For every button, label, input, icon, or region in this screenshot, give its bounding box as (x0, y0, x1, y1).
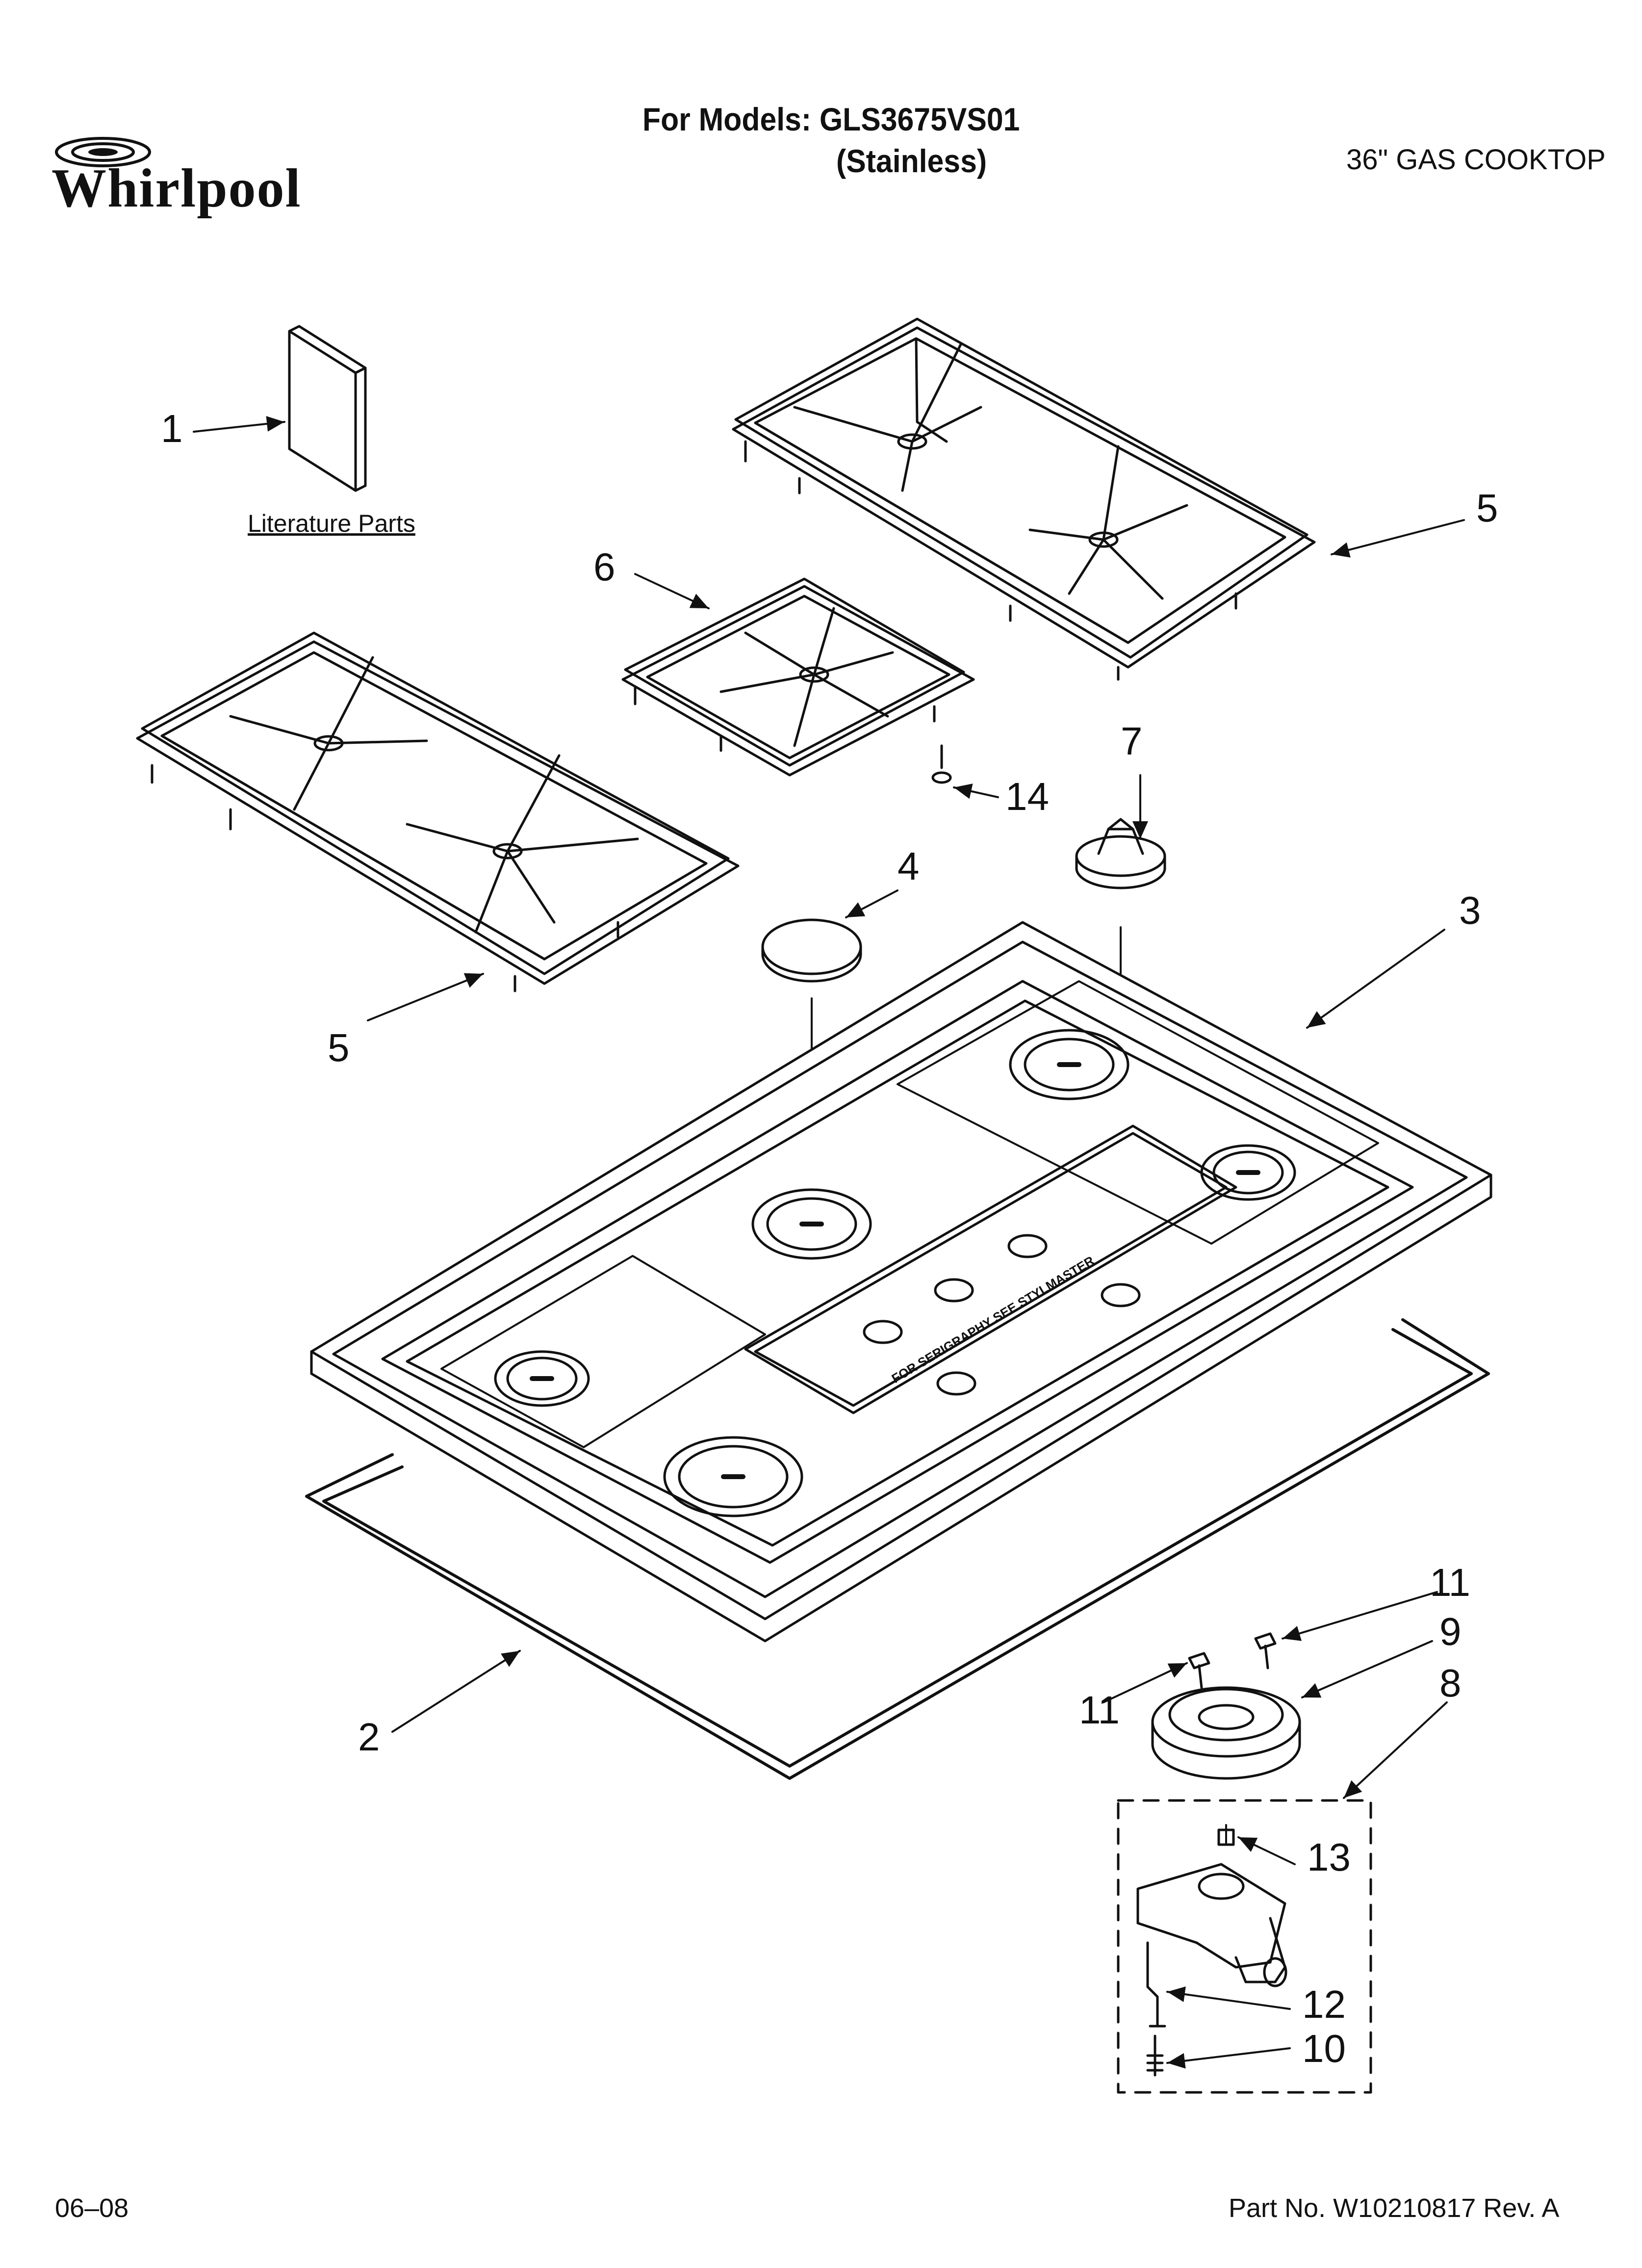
callout-12: 12 (1302, 1982, 1346, 2026)
callout-11-right: 11 (1430, 1561, 1471, 1604)
callout-9: 9 (1439, 1610, 1462, 1653)
product-type: 36" GAS COOKTOP (1346, 144, 1606, 176)
models-title: For Models: GLS3675VS01 (642, 101, 1020, 137)
grate-center (621, 577, 975, 777)
callout-4: 4 (898, 844, 920, 888)
callout-1: 1 (161, 407, 183, 450)
burner-head (1151, 1686, 1301, 1780)
burner-kit-boundary (1117, 1799, 1372, 2094)
callout-10: 10 (1302, 2027, 1346, 2070)
cooktop-gasket (305, 1318, 1490, 1780)
callout-14: 14 (1005, 775, 1049, 818)
grate-lower-left (136, 631, 740, 992)
grate-foot (931, 744, 952, 784)
finish-subtitle: (Stainless) (836, 143, 987, 179)
brand-logo (54, 135, 152, 172)
burner-base-assembly (1136, 1824, 1287, 2077)
literature-booklet (288, 325, 367, 492)
screw-right (1254, 1632, 1277, 1669)
callout-5-upper: 5 (1476, 486, 1498, 530)
callout-8: 8 (1439, 1661, 1462, 1705)
callout-6: 6 (593, 545, 616, 589)
logo-swirl-icon (55, 137, 151, 167)
screw-left (1188, 1652, 1210, 1689)
part-number: Part No. W10210817 Rev. A (1229, 2193, 1560, 2223)
callout-13: 13 (1307, 1835, 1351, 1879)
cooktop-main-top (310, 921, 1492, 1642)
callout-5-lower: 5 (328, 1026, 350, 1069)
callout-7: 7 (1121, 719, 1143, 763)
brand-wordmark: Whirlpool (51, 158, 302, 219)
leader-lines (193, 416, 1465, 2069)
literature-parts-label: Literature Parts (248, 510, 415, 537)
revision-date: 06–08 (55, 2193, 129, 2223)
grate-upper-right (732, 317, 1316, 681)
callout-3: 3 (1459, 888, 1481, 932)
callout-2: 2 (358, 1715, 380, 1759)
callout-11-left: 11 (1079, 1688, 1120, 1732)
